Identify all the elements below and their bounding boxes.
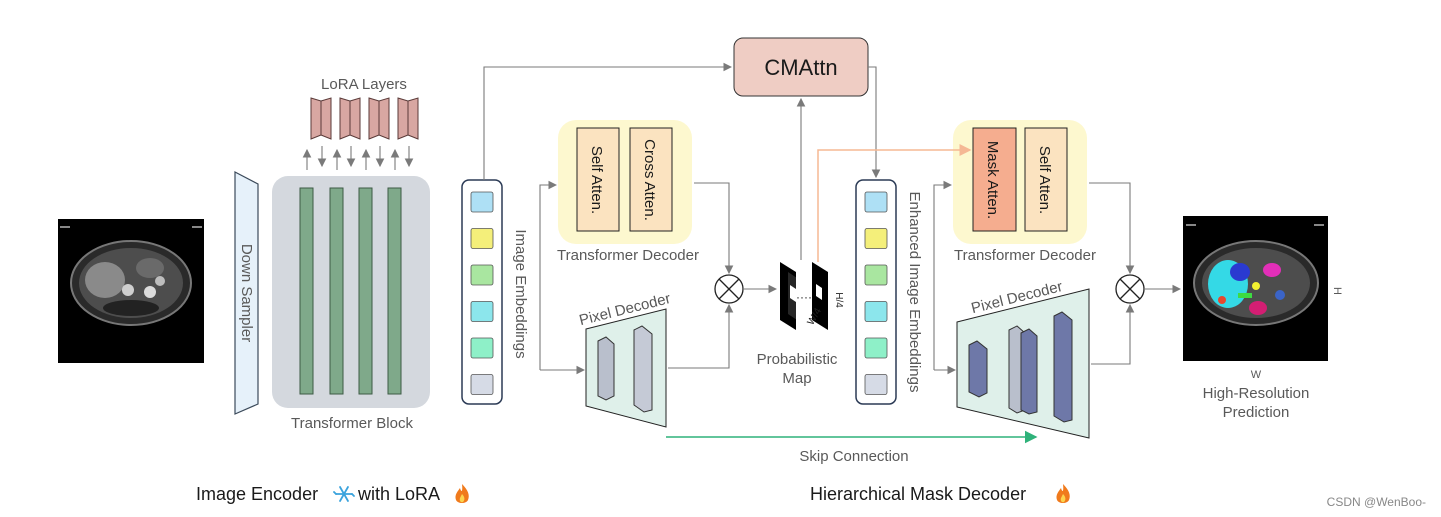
lora-adapter (320, 97, 332, 140)
self-attention-block (576, 127, 620, 232)
down-sampler: Down Sampler (234, 171, 259, 415)
decoder-title: Hierarchical Mask Decoder (810, 484, 1070, 504)
down-sampler-label: Down Sampler (238, 244, 255, 342)
pixel-decoder-1: Pixel Decoder (578, 290, 672, 428)
embedding-cell (470, 301, 494, 322)
embedding-cell (470, 264, 494, 286)
lora-adapter (339, 97, 351, 140)
self-atten-label: Self Atten. (588, 146, 605, 214)
cross-attention-block (629, 127, 673, 232)
embedding-cell (470, 374, 494, 395)
embedding-cell (470, 228, 494, 249)
transformer-block-label: Transformer Block (291, 415, 413, 432)
transformer-decoder-2: Mask Atten. Self Atten. Transformer Deco… (953, 120, 1096, 264)
self-atten-2-label: Self Atten. (1036, 146, 1053, 214)
transformer-decoder-2-label: Transformer Decoder (954, 247, 1096, 264)
image-embeddings: Image Embeddings (461, 179, 529, 405)
cross-atten-label: Cross Atten. (641, 139, 658, 221)
multiply-2-icon (1115, 274, 1145, 304)
embedding-cell (864, 228, 888, 249)
fire-icon (455, 484, 469, 503)
encoder-title: Image Encoder with LoRA (196, 484, 469, 504)
self-attention-block-2 (1024, 127, 1068, 232)
transformer-decoder-1: Self Atten. Cross Atten. Transformer Dec… (557, 120, 699, 264)
transformer-block: Transformer Block (272, 176, 430, 432)
prediction-label-line1: High-Resolution (1203, 385, 1310, 402)
lora-adapter (378, 97, 390, 140)
probabilistic-map: ···· H/4 W/4 Probabilistic Map (757, 262, 844, 387)
lora-adapter (397, 97, 409, 140)
lora-layers: LoRA Layers (302, 76, 419, 170)
w-label: W (1251, 369, 1262, 381)
embedding-cell (864, 337, 888, 359)
output-prediction-image: H W High-Resolution Prediction (1183, 216, 1343, 421)
cmattn-block: CMAttn (733, 37, 869, 97)
embedding-cell (470, 337, 494, 359)
lora-layers-label: LoRA Layers (321, 76, 407, 93)
h-label: H (1331, 287, 1343, 295)
cmattn-label: CMAttn (764, 55, 837, 80)
embedding-cell (470, 191, 494, 213)
encoder-title-label: Image Encoder (196, 484, 318, 504)
transformer-decoder-1-label: Transformer Decoder (557, 247, 699, 264)
image-embeddings-label: Image Embeddings (512, 229, 529, 358)
mask-attention-block (972, 127, 1017, 232)
h4-label: H/4 (833, 292, 844, 308)
enhanced-embeddings-label: Enhanced Image Embeddings (906, 192, 923, 393)
embedding-cell (864, 264, 888, 286)
watermark: CSDN @WenBoo- (1327, 495, 1426, 509)
transformer-layer-bar (329, 187, 344, 395)
fire-icon (1056, 484, 1070, 503)
multiply-1-icon (714, 274, 744, 304)
lora-adapter (407, 97, 419, 140)
input-ct-image (58, 219, 204, 363)
decoder-title-label: Hierarchical Mask Decoder (810, 484, 1026, 504)
probability-guidance-arrow (817, 144, 972, 262)
prob-map-label-line2: Map (782, 370, 811, 387)
prediction-label-line2: Prediction (1223, 404, 1290, 421)
connectors (483, 62, 1182, 375)
lora-adapter (310, 97, 322, 140)
encoder-title-suffix: with LoRA (357, 484, 440, 504)
snowflake-icon (333, 486, 355, 502)
skip-connection-label: Skip Connection (799, 448, 908, 465)
transformer-layer-bar (358, 187, 373, 395)
embedding-cell (864, 191, 888, 213)
embedding-cell (864, 374, 888, 395)
lora-adapter (349, 97, 361, 140)
transformer-layer-bar (299, 187, 314, 395)
mask-atten-label: Mask Atten. (984, 141, 1001, 219)
embedding-cell (864, 301, 888, 322)
prob-map-label-line1: Probabilistic (757, 351, 838, 368)
enhanced-image-embeddings: Enhanced Image Embeddings (855, 179, 923, 405)
lora-adapter (368, 97, 380, 140)
pixel-decoder-2: Pixel Decoder (956, 278, 1090, 439)
svg-text:····: ···· (796, 290, 812, 304)
transformer-layer-bar (387, 187, 402, 395)
